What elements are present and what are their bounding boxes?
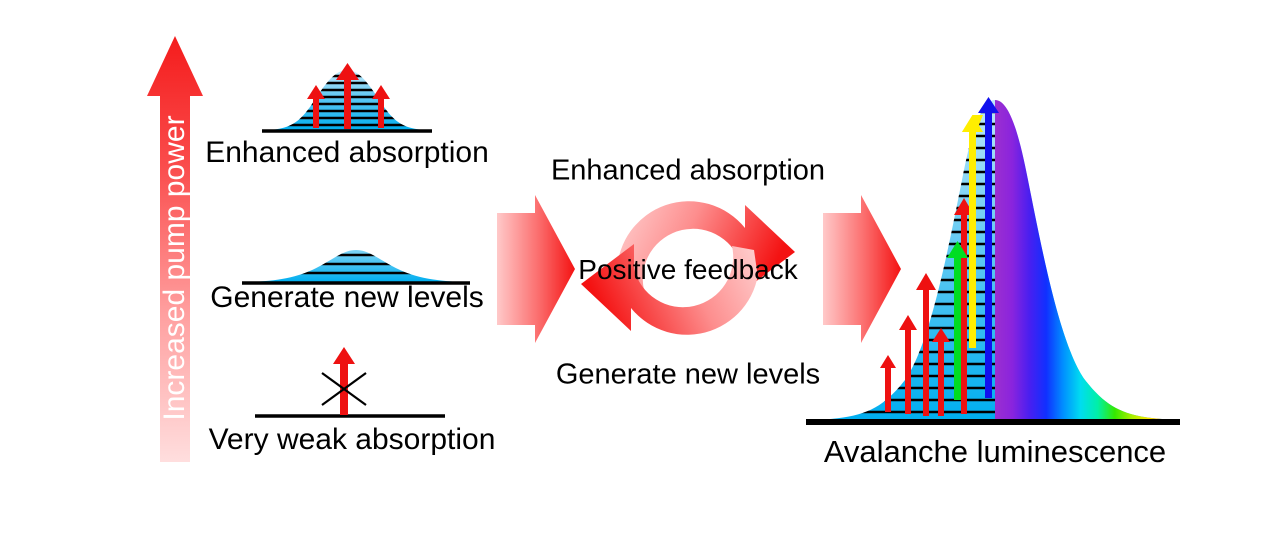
transition-arrows	[880, 97, 999, 416]
pump-power-label: Increased pump power	[158, 115, 191, 421]
green-transition-arrow	[947, 241, 968, 400]
cycle-center-label: Positive feedback	[578, 254, 798, 285]
forbidden-x-icon	[321, 372, 367, 406]
stage-caption-generate-new-levels: Generate new levels	[210, 281, 484, 314]
cycle-top-label: Enhanced absorption	[550, 154, 826, 187]
cycle-bottom-label: Generate new levels	[555, 358, 821, 391]
output-caption: Avalanche luminescence	[823, 434, 1167, 469]
positive-feedback-cycle	[581, 201, 795, 335]
stage-enhanced-absorption-graphic	[262, 63, 432, 133]
stage-generate-new-levels-graphic	[242, 250, 470, 285]
stage-caption-very-weak-absorption: Very weak absorption	[208, 423, 496, 456]
weak-absorption-arrow	[333, 347, 355, 415]
blue-transition-arrow	[978, 97, 999, 398]
absorption-arrows-top	[307, 63, 390, 129]
flow-arrow-right	[823, 195, 901, 343]
stage-caption-enhanced-absorption: Enhanced absorption	[205, 136, 489, 169]
stage-very-weak-absorption-graphic	[255, 347, 445, 418]
flow-arrow-left	[497, 195, 575, 343]
pump-power-arrow	[147, 36, 203, 462]
